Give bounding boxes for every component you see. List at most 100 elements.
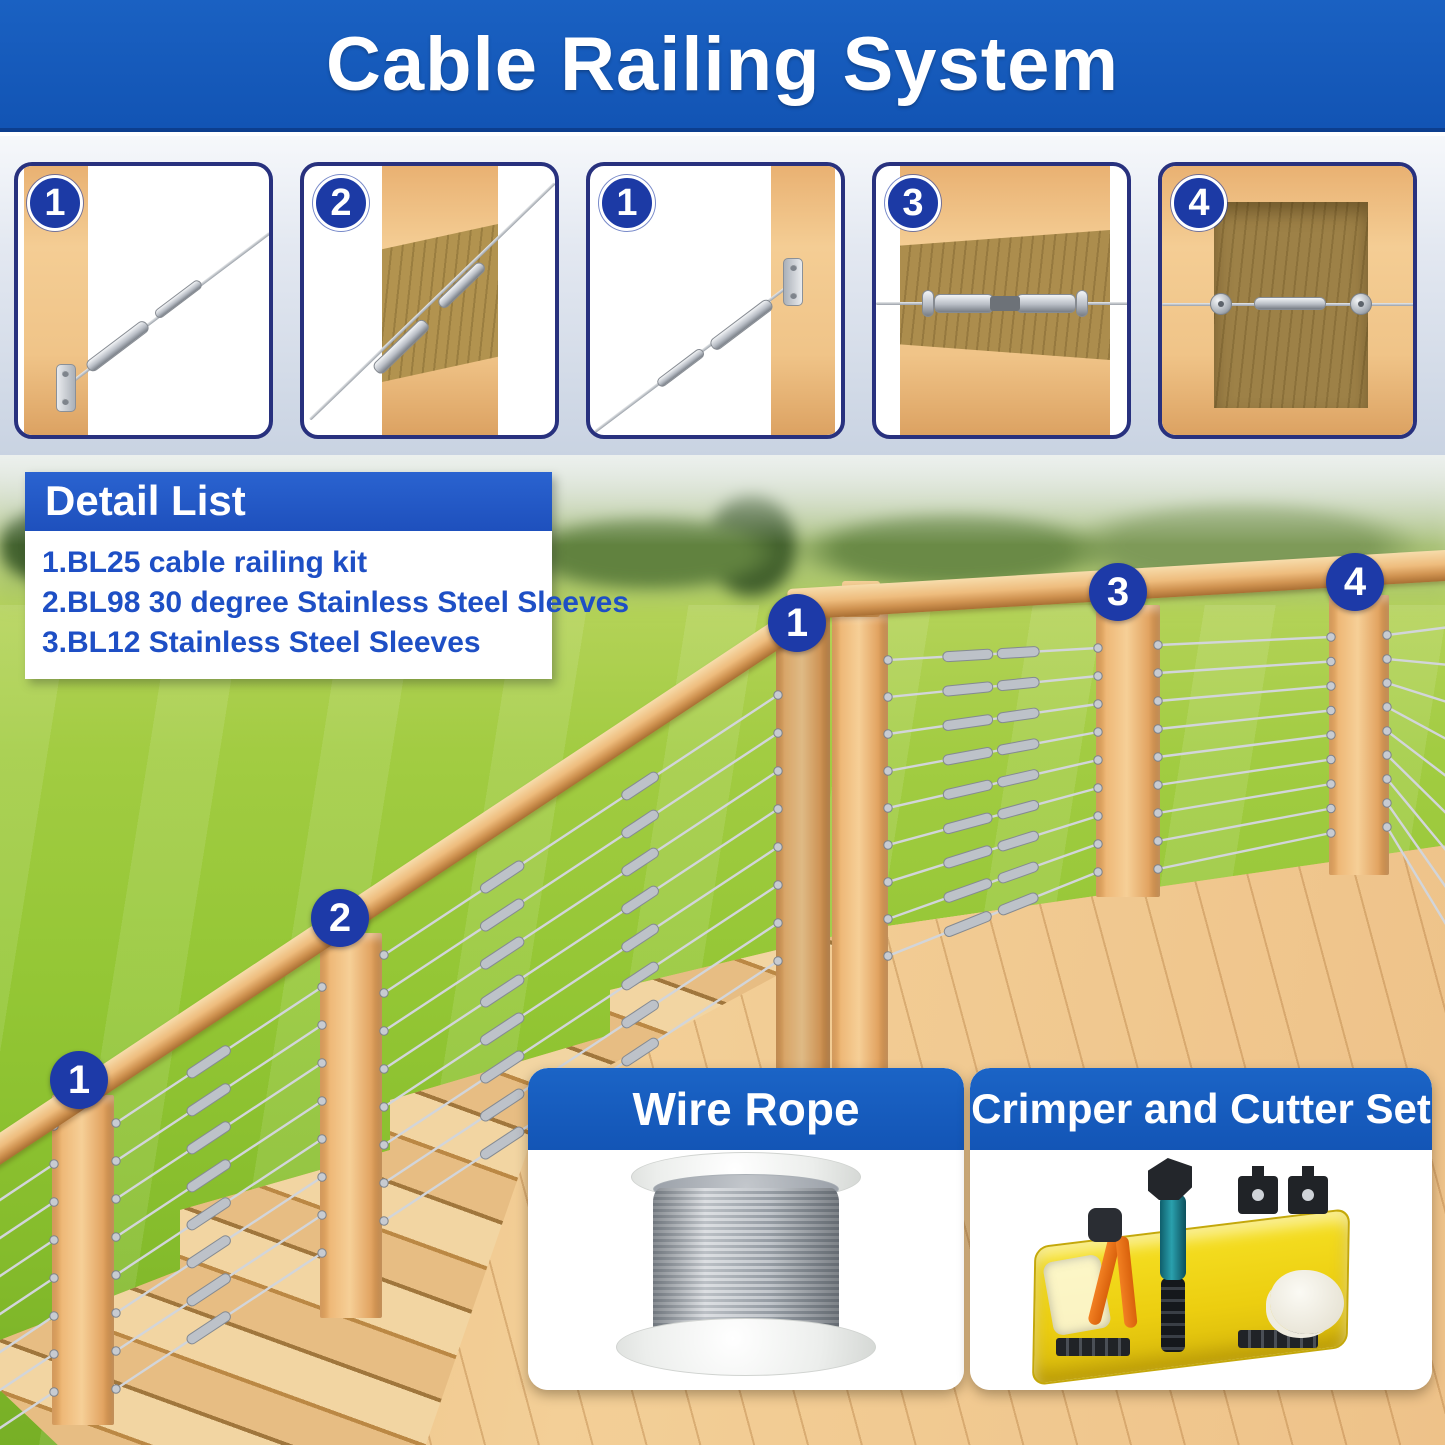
turnbuckle-fitting [186, 1197, 231, 1231]
cable-terminal [773, 918, 783, 928]
cable-terminal [1382, 678, 1392, 688]
railing-cable [1157, 758, 1332, 787]
detail-list-item: 1.BL25 cable railing kit [42, 546, 368, 579]
cable-terminal [49, 1387, 59, 1397]
cable-terminal [49, 1311, 59, 1321]
cable-terminal [883, 803, 893, 813]
railing-cable [383, 921, 779, 1185]
cable-terminal [1382, 630, 1392, 640]
cable-terminal [49, 1273, 59, 1283]
turnbuckle-fitting [186, 1121, 231, 1155]
cable-terminal [111, 1232, 121, 1242]
turnbuckle-fitting [942, 681, 994, 697]
sleeve-end [934, 294, 994, 313]
railing-cable [1157, 807, 1332, 843]
turnbuckle-fitting [997, 861, 1039, 884]
crimper-die [1238, 1166, 1278, 1214]
railing-cable [1157, 733, 1332, 759]
cable-terminal [111, 1270, 121, 1280]
cable-terminal [883, 766, 893, 776]
deck-scene: 1 3 4 2 1 Detail List 1.BL25 cable raili… [0, 455, 1445, 1445]
railing-cable [383, 731, 779, 995]
turnbuckle-fitting [621, 961, 659, 991]
turnbuckle-fitting [480, 1126, 525, 1160]
cable-terminal [1153, 836, 1163, 846]
turnbuckle-fitting [186, 1045, 231, 1079]
panel-turnbuckle-left: 1 [14, 162, 273, 439]
turnbuckle-fitting [997, 892, 1039, 916]
turnbuckle-fitting [621, 885, 659, 915]
cable-terminal [1326, 754, 1336, 765]
turnbuckle-fitting [186, 1273, 231, 1307]
cable-terminal [111, 1346, 121, 1356]
railing-cable [1386, 705, 1445, 740]
panel-washer-terminals: 4 [1158, 162, 1417, 439]
turnbuckle-fitting [480, 898, 525, 932]
railing-cable [0, 1315, 55, 1354]
cable-terminal [1093, 839, 1103, 849]
cable-terminal [317, 1248, 327, 1258]
cable-terminal [379, 950, 389, 960]
turnbuckle-fitting [480, 1012, 525, 1046]
cable-terminal [317, 1134, 327, 1144]
scene-marker-1-deck: 1 [768, 594, 826, 652]
railing-post [832, 613, 888, 1133]
turnbuckle-fitting [186, 1311, 231, 1345]
railing-post [320, 933, 382, 1318]
turnbuckle-fitting [480, 1088, 525, 1122]
cable-terminal [49, 1235, 59, 1245]
sleeve-body [1254, 297, 1326, 310]
crimper-head [1148, 1158, 1192, 1200]
railing-cable [887, 870, 1099, 958]
railing-cable [1386, 681, 1445, 703]
cable-terminal [111, 1118, 121, 1128]
cable-terminal [773, 880, 783, 890]
railing-cable [1157, 782, 1332, 815]
railing-cable [0, 1239, 55, 1278]
cable-terminal [1326, 730, 1336, 740]
turnbuckle-fitting [621, 1037, 659, 1067]
railing-post [52, 1095, 114, 1425]
cable-terminal [1093, 699, 1103, 709]
crimper-image [970, 1150, 1432, 1390]
turnbuckle-fitting [186, 1235, 231, 1269]
turnbuckle-fitting [942, 812, 993, 835]
railing-cable [887, 786, 1099, 847]
bracket-screw [62, 370, 69, 377]
cable-terminal [773, 690, 783, 700]
wire-rope-card-title: Wire Rope [528, 1068, 964, 1150]
cable-terminal [317, 1020, 327, 1030]
cable-terminal [1382, 654, 1392, 664]
hardware-panels-row: 1 2 1 3 [0, 136, 1445, 455]
cable-terminal [1326, 632, 1336, 642]
railing-cable [1157, 684, 1332, 703]
cable-terminal [1093, 671, 1103, 681]
railing-post [776, 610, 830, 1130]
railing-cable [0, 1163, 55, 1202]
railing-cable [887, 730, 1099, 773]
panel-turnbuckle-right: 1 [586, 162, 845, 439]
cable-terminal [111, 1384, 121, 1394]
wire-rope-card: Wire Rope [528, 1068, 964, 1390]
cable-terminal [1326, 803, 1336, 814]
railing-cable [887, 758, 1099, 810]
turnbuckle-stud [152, 278, 204, 320]
crimper-body [1160, 1194, 1186, 1280]
turnbuckle-fitting [943, 878, 993, 903]
cable-terminal [379, 1178, 389, 1188]
turnbuckle-fitting [997, 769, 1040, 788]
cable-terminal [1326, 779, 1336, 789]
railing-post [1096, 605, 1160, 897]
cable-terminal [883, 655, 893, 665]
cable-terminal [1153, 696, 1163, 706]
railing-cable [1386, 778, 1445, 851]
cable-terminal [379, 988, 389, 998]
sleeve-flange [1076, 290, 1088, 317]
turnbuckle-fitting [943, 845, 993, 869]
cable-terminal [1093, 811, 1103, 821]
cable-terminal [1093, 783, 1103, 793]
turnbuckle-body [84, 318, 152, 374]
railing-cable [1386, 754, 1445, 814]
turnbuckle-fitting [942, 648, 994, 663]
scene-marker-4: 4 [1326, 553, 1384, 611]
